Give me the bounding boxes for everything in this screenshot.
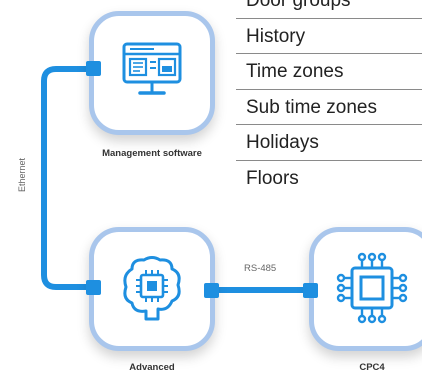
feature-item-sub-time-zones[interactable]: Sub time zones [236,90,422,125]
advanced-controller-card [89,227,215,351]
advanced-rs485-port [204,283,219,298]
rs485-label: RS-485 [244,263,277,274]
feature-list: Door groups History Time zones Sub time … [236,0,422,196]
cpc4-card [309,227,422,351]
microchip-icon [336,252,408,324]
desktop-monitor-icon [122,42,182,95]
advanced-ethernet-port [86,280,101,295]
feature-item-holidays[interactable]: Holidays [236,125,422,161]
cpc4-caption: CPC4 [359,362,385,373]
management-ethernet-port [86,61,101,76]
cpc4-rs485-port [303,283,318,298]
management-software-caption: Management software [102,148,202,159]
advanced-controller-caption: Advanced [129,362,175,373]
management-software-card [89,11,215,135]
feature-item-history[interactable]: History [236,19,422,54]
ethernet-label: Ethernet [17,157,27,193]
feature-item-floors[interactable]: Floors [246,167,299,189]
ethernet-connection [41,66,98,290]
chip-brain-icon [123,256,181,321]
feature-item-time-zones[interactable]: Time zones [236,54,422,90]
feature-item-door-groups[interactable]: Door groups [236,0,422,19]
